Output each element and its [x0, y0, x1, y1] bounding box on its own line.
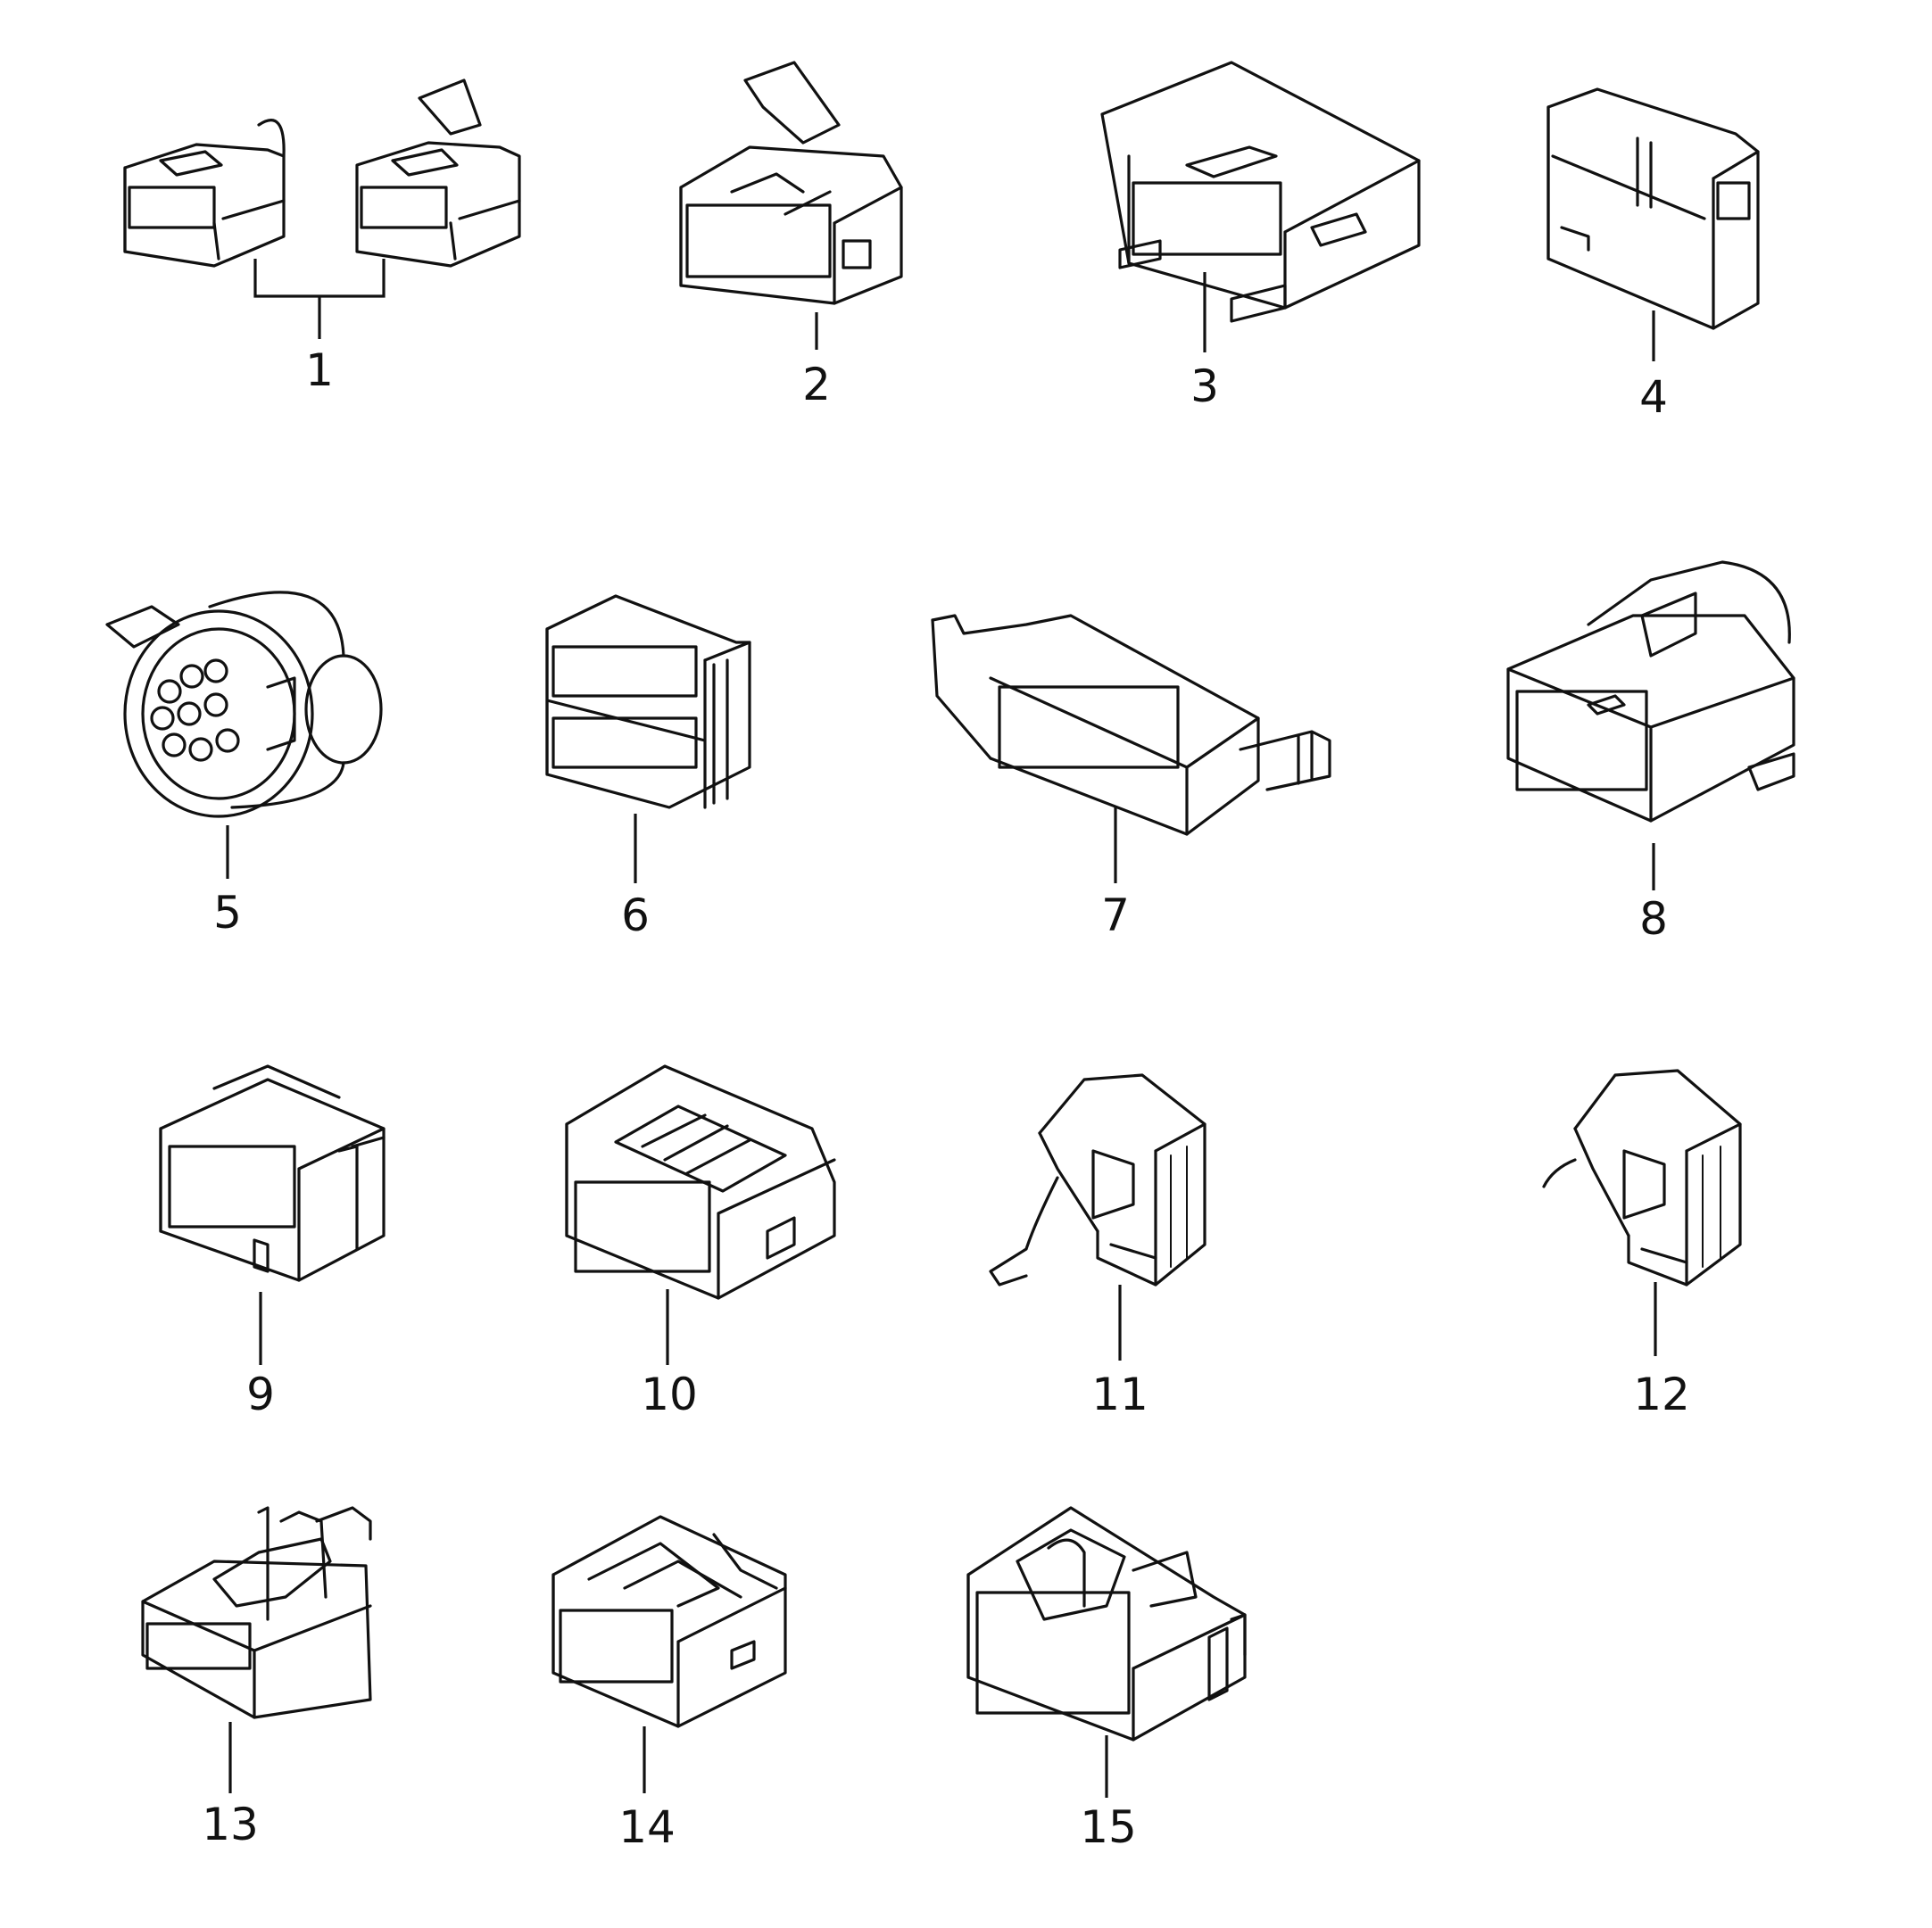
callout-9: 9 [246, 1369, 275, 1420]
leader-line-1 [253, 259, 386, 339]
callout-3: 3 [1190, 360, 1219, 412]
callout-6: 6 [621, 890, 650, 941]
connector-part-13 [141, 1506, 372, 1719]
callout-4: 4 [1639, 371, 1668, 423]
connector-part-8 [1506, 560, 1795, 823]
callout-8: 8 [1639, 893, 1668, 945]
connector-part-11 [989, 1073, 1206, 1287]
callout-7: 7 [1101, 890, 1130, 941]
callout-10: 10 [641, 1369, 698, 1420]
connector-part-6 [545, 594, 751, 809]
connector-part-15 [966, 1506, 1247, 1742]
callout-2: 2 [802, 359, 831, 410]
connector-part-7 [931, 614, 1331, 836]
connector-part-14 [551, 1515, 787, 1728]
callout-5: 5 [213, 887, 242, 939]
callout-15: 15 [1080, 1801, 1137, 1853]
callout-11: 11 [1091, 1369, 1148, 1420]
connector-part-9 [159, 1064, 386, 1282]
callout-14: 14 [618, 1801, 676, 1853]
connector-part-4 [1546, 87, 1760, 330]
callout-13: 13 [202, 1799, 259, 1850]
callout-12: 12 [1633, 1369, 1690, 1420]
connector-part-5 [105, 591, 383, 818]
connector-part-2 [679, 61, 903, 305]
connector-part-12 [1542, 1069, 1742, 1287]
connector-part-1 [123, 79, 521, 268]
connector-part-3 [1100, 61, 1421, 323]
connector-part-10 [565, 1064, 836, 1300]
callout-1: 1 [305, 344, 334, 396]
